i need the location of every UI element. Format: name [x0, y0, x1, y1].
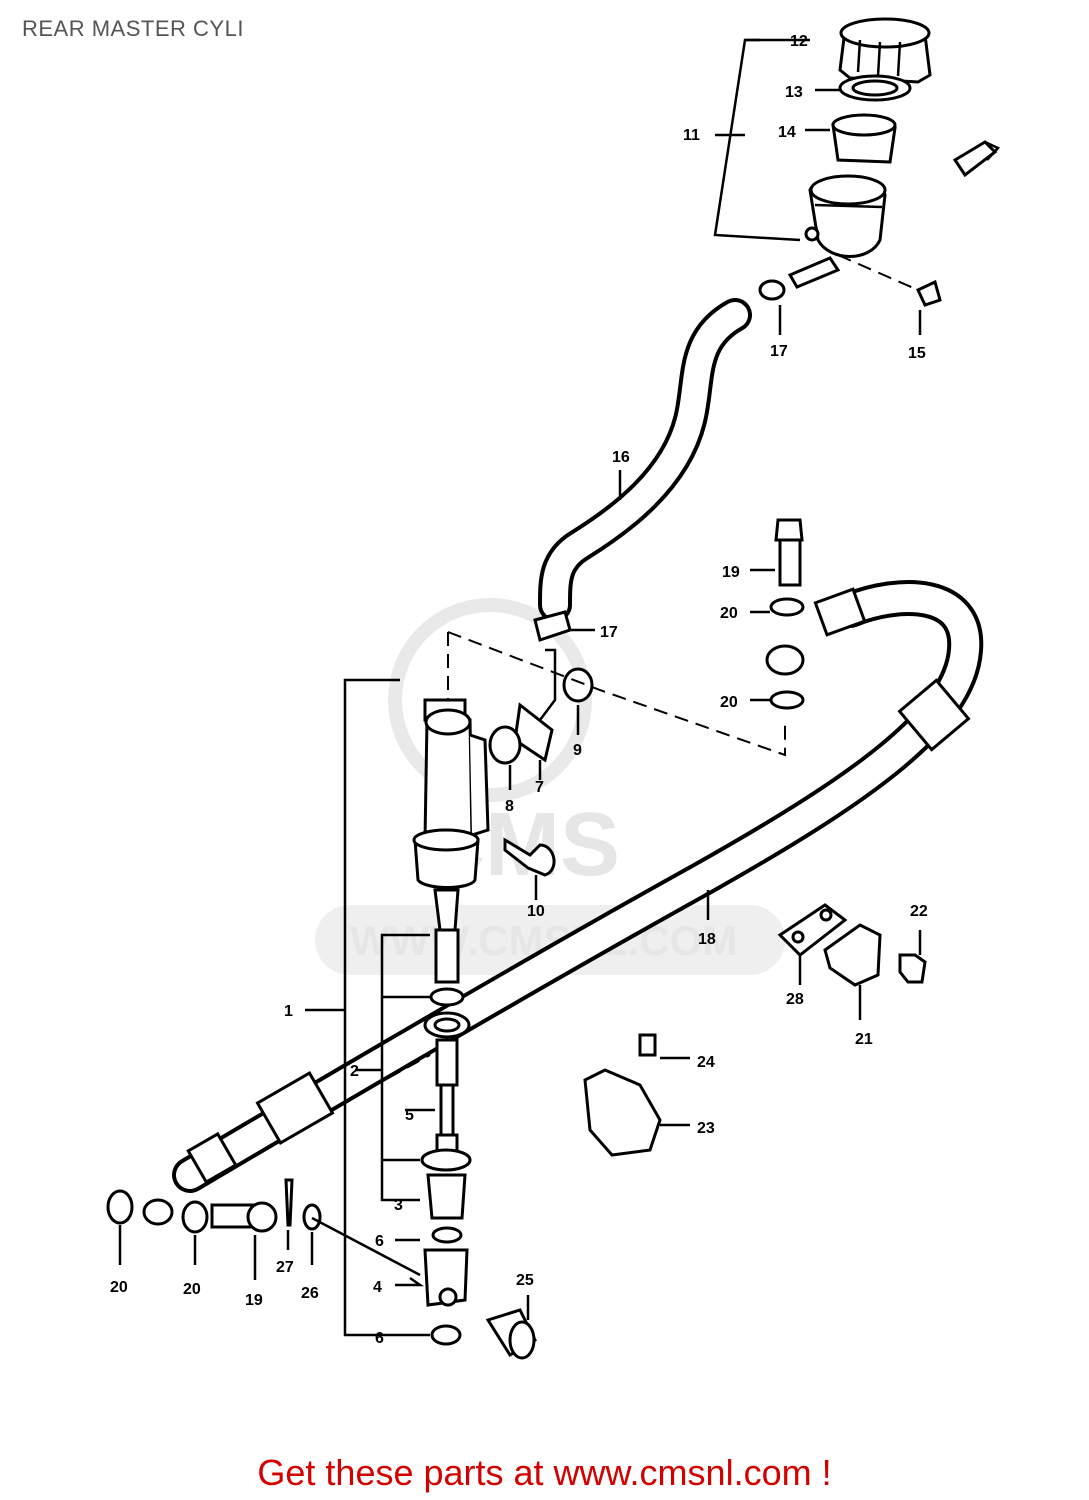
reservoir-hose [538, 298, 752, 622]
part-label-20a: 20 [720, 605, 738, 622]
part-label-12: 12 [790, 33, 808, 50]
part-label-4: 4 [373, 1279, 382, 1296]
part-label-17b: 17 [600, 624, 618, 641]
part-label-19b: 19 [245, 1292, 263, 1309]
part-label-20d: 20 [183, 1281, 201, 1298]
leader-lines [118, 38, 922, 1337]
part-label-6a: 6 [375, 1233, 384, 1250]
part-label-17a: 17 [770, 343, 788, 360]
part-label-16: 16 [612, 449, 630, 466]
part-label-18: 18 [698, 931, 716, 948]
part-label-27: 27 [276, 1259, 294, 1276]
part-label-25: 25 [516, 1272, 534, 1289]
part-label-24: 24 [697, 1054, 715, 1071]
union-bolt-bottom [106, 1178, 322, 1234]
part-label-6b: 6 [375, 1330, 384, 1347]
part-label-28: 28 [786, 991, 804, 1008]
brake-hose [142, 580, 984, 1226]
part-label-23: 23 [697, 1120, 715, 1137]
part-label-3: 3 [394, 1197, 403, 1214]
page-title: REAR MASTER CYLI [22, 16, 244, 41]
bracket-parts [583, 903, 927, 1157]
part-label-19a: 19 [722, 564, 740, 581]
part-label-21: 21 [855, 1031, 873, 1048]
part-label-10: 10 [527, 903, 545, 920]
part-label-2: 2 [350, 1063, 359, 1080]
part-label-5: 5 [405, 1107, 414, 1124]
part-label-9: 9 [573, 742, 582, 759]
union-bolt-top [769, 518, 805, 710]
part-label-26: 26 [301, 1285, 319, 1302]
part-label-20c: 20 [110, 1279, 128, 1296]
part-label-8: 8 [505, 798, 514, 815]
footer-link[interactable]: Get these parts at www.cmsnl.com ! [257, 1452, 832, 1493]
part-label-15: 15 [908, 345, 926, 362]
part-label-11: 11 [683, 127, 700, 144]
part-label-14: 14 [778, 124, 796, 141]
part-number-labels: 1 2 3 4 5 6 6 7 8 9 10 11 12 13 14 15 16… [110, 33, 928, 1347]
part-label-20b: 20 [720, 694, 738, 711]
part-label-7: 7 [535, 779, 544, 796]
bolt-10 [503, 837, 556, 877]
cms-watermark: CMS WWW.CMSNL.COM [315, 598, 785, 975]
part-label-13: 13 [785, 84, 803, 101]
part-label-1: 1 [284, 1003, 293, 1020]
master-cylinder [412, 698, 537, 1360]
reservoir-assembly [758, 17, 1001, 307]
inlet-fitting [488, 610, 594, 765]
part-label-22: 22 [910, 903, 928, 920]
